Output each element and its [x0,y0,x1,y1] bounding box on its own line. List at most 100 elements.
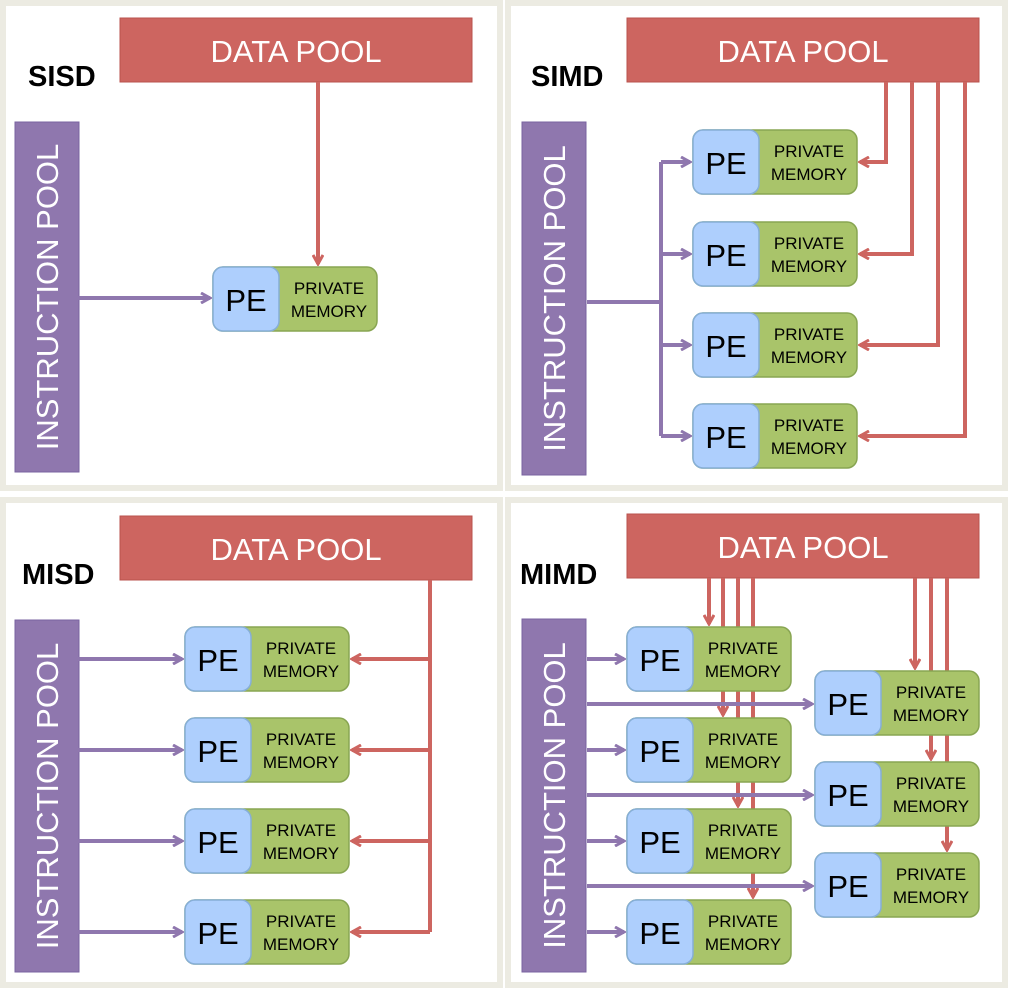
pe-label: PE [197,734,238,769]
pe-block [814,852,882,918]
processing-element: PE PRIVATE MEMORY [626,808,792,874]
private-memory-label-line1: PRIVATE [774,325,844,344]
pe-block [814,670,882,736]
private-memory-label-line2: MEMORY [263,753,339,772]
processing-element: PE PRIVATE MEMORY [692,221,858,287]
instruction-pool-label: INSTRUCTION POOL [30,144,65,451]
private-memory-label-line2: MEMORY [291,302,367,321]
data-pool [626,513,980,579]
data-pool-label: DATA POOL [210,532,381,567]
pe-label: PE [827,687,868,722]
pe-label: PE [705,420,746,455]
private-memory-label-line1: PRIVATE [266,639,336,658]
data-pool [626,17,980,83]
panel-simd: DATA POOL SIMD INSTRUCTION POOL PE PRIVATE ME… [505,0,1008,491]
private-memory-label-line2: MEMORY [771,348,847,367]
private-memory-label-line1: PRIVATE [896,774,966,793]
pe-block [692,403,760,469]
private-memory-label-line1: PRIVATE [896,865,966,884]
processing-element: PE PRIVATE MEMORY [212,266,378,332]
pe-block [814,761,882,827]
data-pool [119,515,473,581]
private-memory-label-line1: PRIVATE [294,279,364,298]
private-memory-label-line2: MEMORY [705,662,781,681]
pe-block [692,129,760,195]
data-arrow [860,82,967,436]
pe-label: PE [225,283,266,318]
panel-title: SIMD [531,61,604,93]
instruction-pool-label: INSTRUCTION POOL [537,145,572,452]
instruction-pool-label: INSTRUCTION POOL [537,642,572,949]
private-memory-label-line1: PRIVATE [774,142,844,161]
pe-label: PE [639,916,680,951]
private-memory-label-line2: MEMORY [705,935,781,954]
data-pool-label: DATA POOL [210,34,381,69]
data-pool-label: DATA POOL [717,530,888,565]
pe-block [212,266,280,332]
panel-title: MISD [22,559,95,591]
data-arrow [860,82,940,345]
panel-sisd: DATA POOL SISD INSTRUCTION POOL PE PRIVATE ME… [0,0,503,491]
pe-block [626,626,694,692]
pe-block [184,899,252,965]
private-memory-label-line1: PRIVATE [708,639,778,658]
pe-block [626,808,694,874]
private-memory-label-line2: MEMORY [893,797,969,816]
pe-block [184,626,252,692]
private-memory-label-line1: PRIVATE [896,683,966,702]
private-memory-label-line1: PRIVATE [774,234,844,253]
data-arrow [860,82,914,254]
processing-element: PE PRIVATE MEMORY [184,626,350,692]
private-memory-label-line2: MEMORY [771,439,847,458]
pe-label: PE [197,825,238,860]
pe-label: PE [197,916,238,951]
pe-block [626,717,694,783]
pe-label: PE [197,643,238,678]
instruction-pool-label: INSTRUCTION POOL [30,643,65,950]
pe-label: PE [827,778,868,813]
private-memory-label-line2: MEMORY [263,935,339,954]
pe-block [692,312,760,378]
private-memory-label-line2: MEMORY [893,888,969,907]
private-memory-label-line2: MEMORY [263,844,339,863]
private-memory-label-line2: MEMORY [771,165,847,184]
processing-element: PE PRIVATE MEMORY [814,761,980,827]
processing-element: PE PRIVATE MEMORY [184,808,350,874]
private-memory-label-line2: MEMORY [705,844,781,863]
instruction-pool [14,121,80,473]
pe-label: PE [705,329,746,364]
private-memory-label-line2: MEMORY [263,662,339,681]
private-memory-label-line1: PRIVATE [708,821,778,840]
instruction-pool [14,619,80,973]
panel-mimd: DATA POOL MIMD INSTRUCTION POOL PE PRIVATE ME… [505,497,1008,988]
data-pool [119,17,473,83]
processing-element: PE PRIVATE MEMORY [692,312,858,378]
instruction-pool [521,618,587,973]
data-pool-label: DATA POOL [717,34,888,69]
panel-title: SISD [28,61,96,93]
panel-title: MIMD [520,559,597,591]
private-memory-label-line2: MEMORY [893,706,969,725]
instruction-pool [521,121,587,476]
private-memory-label-line1: PRIVATE [774,416,844,435]
pe-block [184,717,252,783]
pe-label: PE [639,734,680,769]
processing-element: PE PRIVATE MEMORY [814,852,980,918]
private-memory-label-line1: PRIVATE [708,730,778,749]
pe-block [184,808,252,874]
data-arrow [860,82,888,162]
private-memory-label-line1: PRIVATE [266,821,336,840]
pe-label: PE [705,238,746,273]
pe-label: PE [705,146,746,181]
private-memory-label-line1: PRIVATE [266,912,336,931]
pe-label: PE [827,869,868,904]
panel-misd: DATA POOL MISD INSTRUCTION POOL PE PRIVATE ME… [0,497,503,988]
processing-element: PE PRIVATE MEMORY [814,670,980,736]
pe-label: PE [639,825,680,860]
private-memory-label-line2: MEMORY [771,257,847,276]
